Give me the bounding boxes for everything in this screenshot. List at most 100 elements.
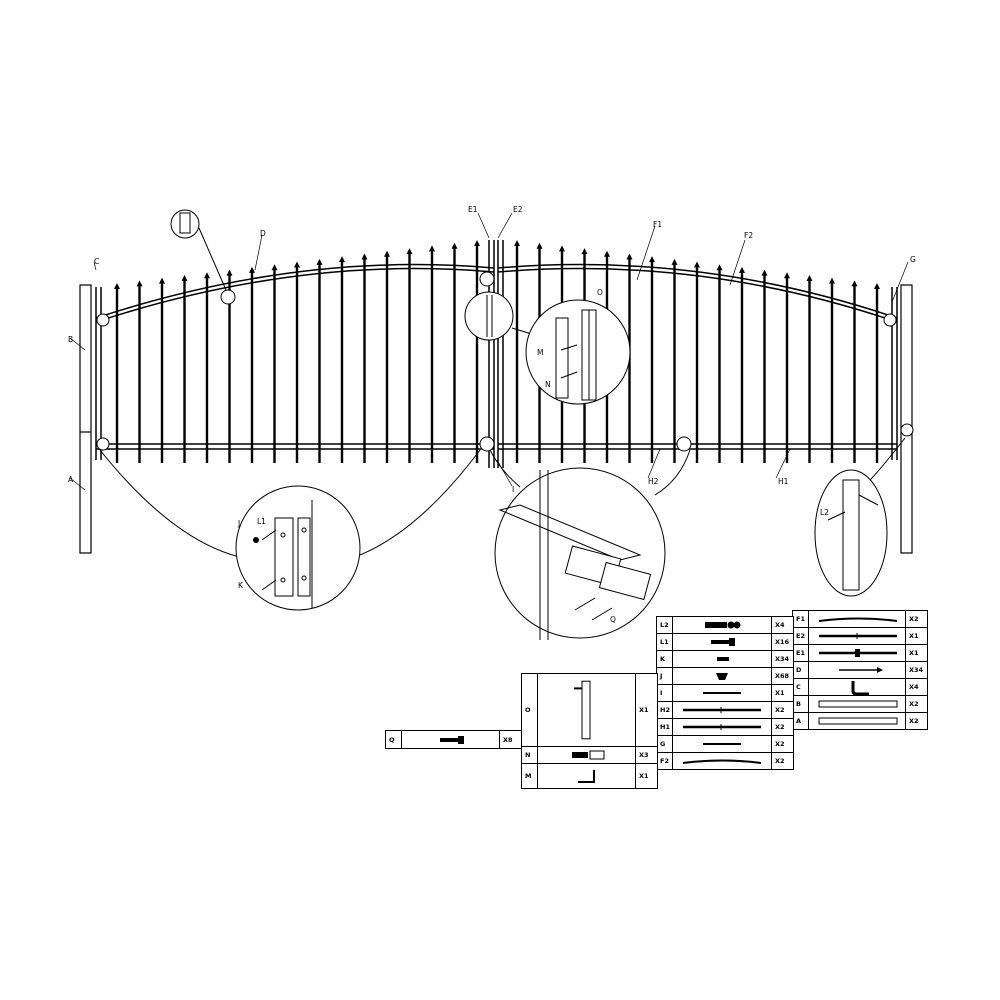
part-qty: X1 (905, 627, 928, 645)
part-qty: X2 (771, 718, 794, 736)
part-row-n: N X3 (521, 746, 658, 764)
left-gate-frame (95, 240, 495, 468)
picket (159, 277, 165, 463)
label-b: B (68, 335, 73, 344)
label-l2: L2 (820, 508, 829, 517)
part-key: F1 (792, 610, 809, 628)
part-key: L1 (656, 633, 673, 651)
part-row-h1: H1 X2 (656, 718, 794, 736)
part-row-q: Q X8 (385, 730, 522, 749)
label-k: K (238, 581, 244, 590)
picket (716, 264, 723, 463)
part-key: E1 (792, 644, 809, 662)
rail-icon (808, 627, 906, 645)
picket (761, 269, 768, 463)
part-qty: X1 (771, 684, 794, 702)
rod-icon (672, 735, 772, 753)
picket (429, 245, 435, 463)
part-qty: X4 (905, 678, 928, 696)
label-i: I (512, 485, 514, 494)
parts-table-q: Q X8 (385, 730, 522, 749)
post-icon (808, 712, 906, 730)
part-key: E2 (792, 627, 809, 645)
part-row-o: O X1 (521, 673, 658, 747)
label-m: M (537, 348, 543, 357)
callout-labels: A B C D E1 E2 F1 F2 G H1 H2 I J K L1 L2 … (68, 205, 916, 624)
part-key: L2 (656, 616, 673, 634)
part-qty: X2 (771, 752, 794, 770)
part-key: K (656, 650, 673, 668)
label-n: N (545, 380, 551, 389)
picket (851, 280, 858, 463)
label-l1: L1 (257, 517, 266, 526)
rail-icon (672, 718, 772, 736)
part-qty: X68 (771, 667, 794, 685)
part-key: G (656, 735, 673, 753)
picket (739, 266, 745, 463)
rail-icon (672, 701, 772, 719)
part-qty: X4 (771, 616, 794, 634)
part-qty: X16 (771, 633, 794, 651)
part-key: D (792, 661, 809, 679)
part-key: A (792, 712, 809, 730)
part-row-l1: L1 X16 (656, 633, 794, 651)
picket (114, 283, 120, 463)
latch-handle-icon (537, 763, 636, 789)
picket (406, 248, 413, 463)
part-row-f1: F1 X2 (792, 610, 928, 628)
key-icon (537, 746, 636, 764)
picket-cap-detail (170, 209, 227, 291)
latch-detail (464, 291, 631, 405)
part-qty: X2 (905, 695, 928, 713)
part-qty: X2 (771, 735, 794, 753)
picket (784, 272, 790, 463)
hinge-markers (96, 271, 914, 452)
part-key: F2 (656, 752, 673, 770)
part-key: O (521, 673, 538, 747)
part-qty: X2 (905, 610, 928, 628)
part-row-e2: E2 X1 (792, 627, 928, 645)
hinge-bolt-icon (808, 678, 906, 696)
label-e1: E1 (468, 205, 478, 214)
label-h2: H2 (648, 477, 659, 486)
picket (451, 242, 458, 463)
part-key: H2 (656, 701, 673, 719)
part-qty: X1 (635, 673, 658, 747)
part-row-f2: F2 X2 (656, 752, 794, 770)
rod-icon (672, 684, 772, 702)
label-d: D (260, 229, 266, 238)
hinge-bolt-detail (814, 437, 906, 597)
picket (339, 256, 345, 463)
label-c: C (94, 257, 99, 266)
part-qty: X3 (635, 746, 658, 764)
picket (204, 272, 210, 463)
picket-icon (808, 661, 906, 679)
part-key: H1 (656, 718, 673, 736)
post-icon (808, 695, 906, 713)
part-key: N (521, 746, 538, 764)
picket (671, 258, 678, 463)
rail-with-latch-icon (808, 644, 906, 662)
picket (316, 258, 323, 463)
part-qty: X1 (905, 644, 928, 662)
part-qty: X34 (771, 650, 794, 668)
picket (361, 253, 368, 463)
picket (474, 240, 480, 463)
rail-joint-detail (489, 449, 691, 640)
latch-post-icon (537, 673, 636, 747)
screw-icon (672, 650, 772, 668)
picket (249, 266, 255, 463)
picket (874, 283, 880, 463)
picket (829, 277, 835, 463)
